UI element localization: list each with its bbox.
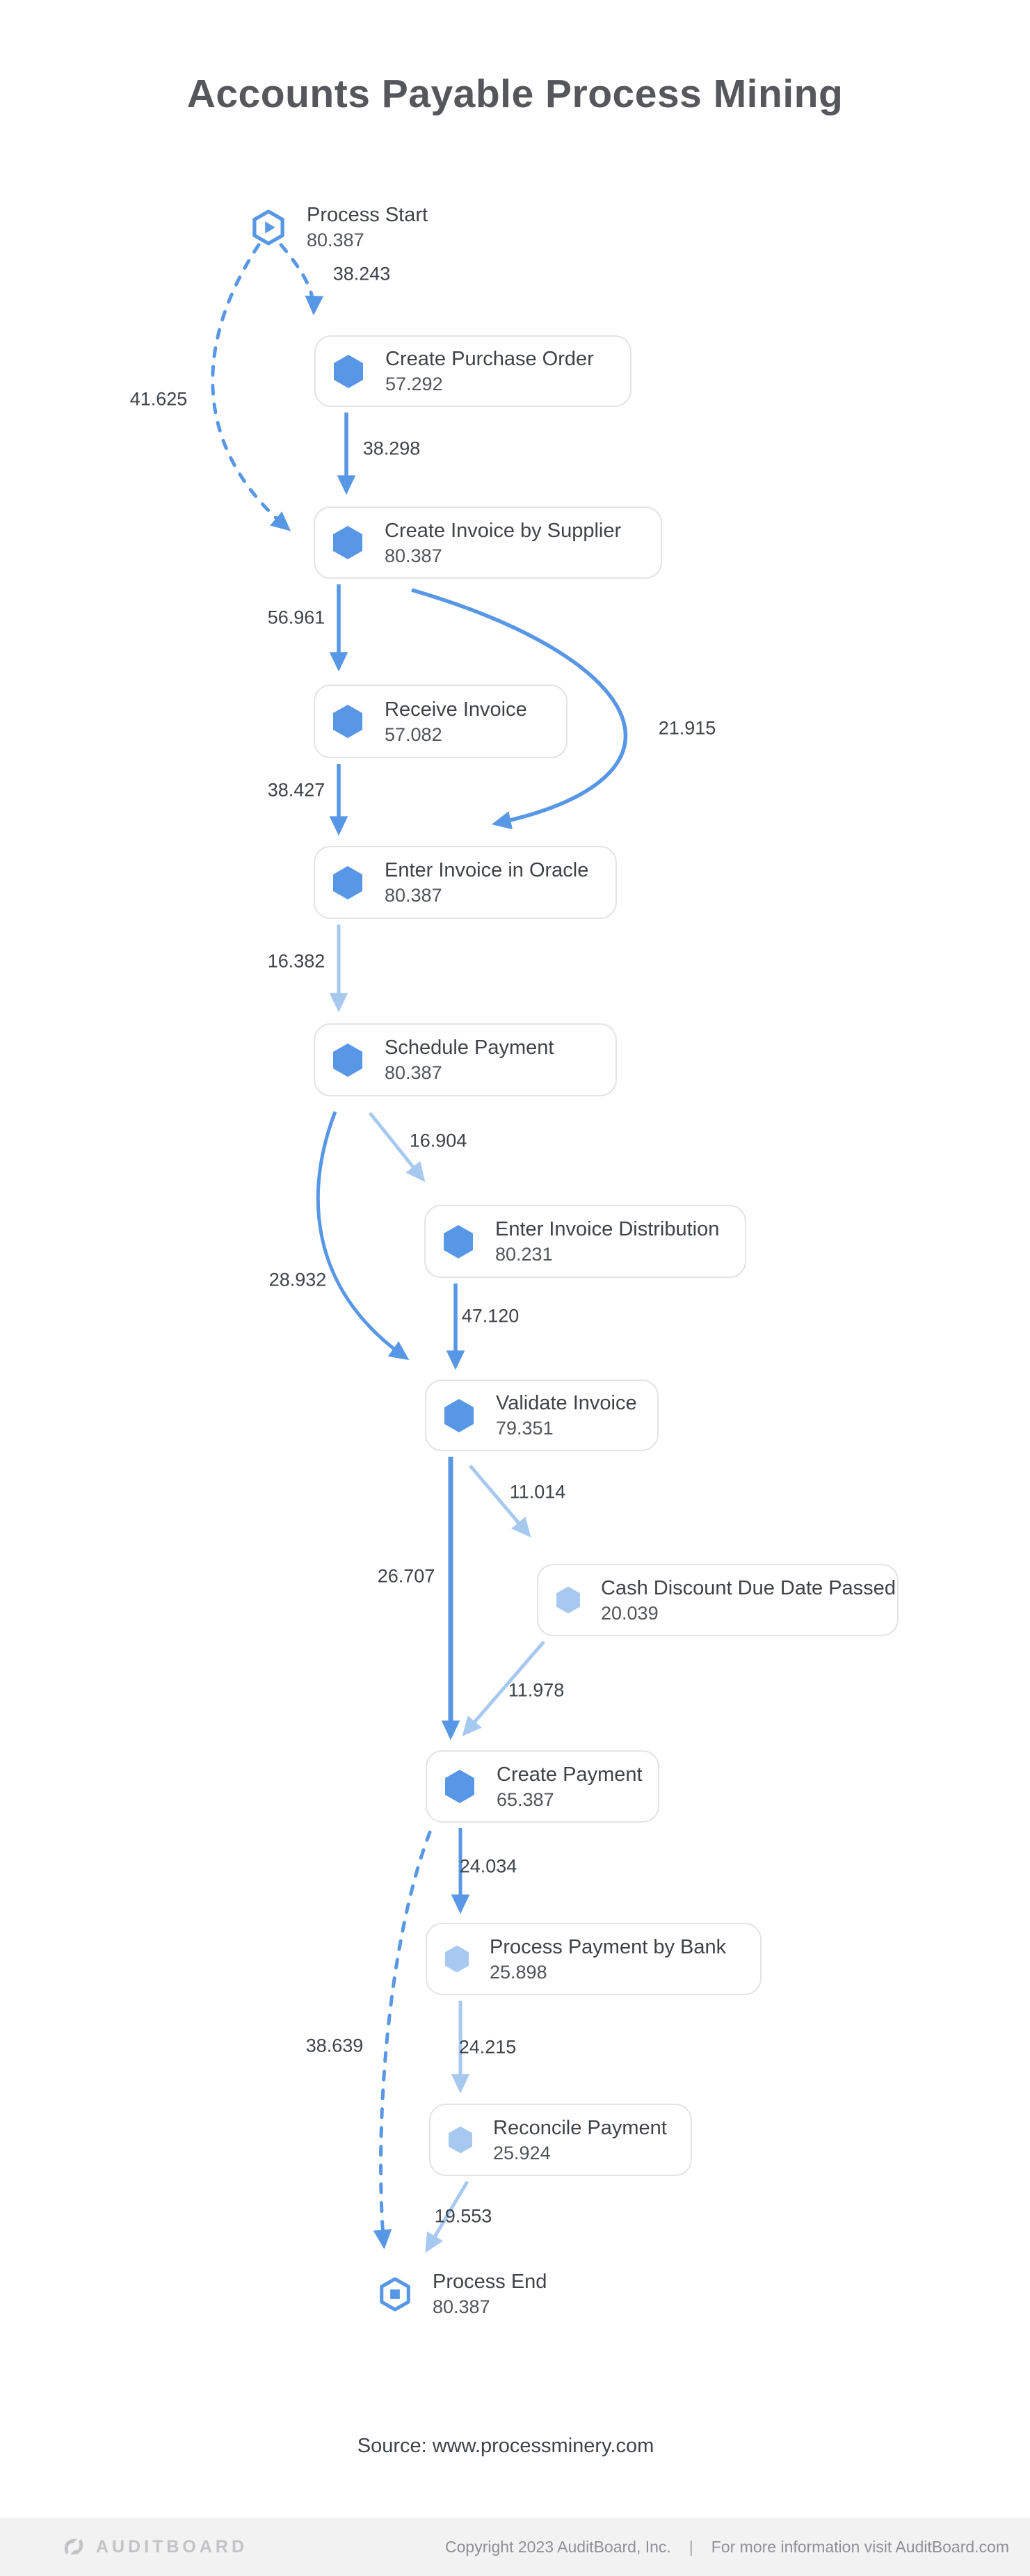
- node-label: Process Start: [307, 204, 428, 226]
- activity-hexagon-icon: [445, 1770, 474, 1803]
- node-value: 20.039: [601, 1602, 659, 1624]
- node-label: Enter Invoice in Oracle: [385, 859, 589, 881]
- node-label: Reconcile Payment: [493, 2116, 667, 2139]
- process-end-icon: [380, 2276, 410, 2312]
- activity-hexagon-icon: [334, 354, 363, 388]
- node-label: Cash Discount Due Date Passed: [601, 1576, 896, 1599]
- node-validate-invoice: Validate Invoice 79.351: [425, 1379, 659, 1451]
- edge-schedule-to-distribution: [369, 1112, 426, 1183]
- activity-hexagon-icon: [444, 1398, 474, 1432]
- footer-text: Copyright 2023 AuditBoard, Inc. | For more…: [445, 2538, 1009, 2557]
- node-value: 25.924: [493, 2142, 551, 2163]
- edge-label-payment-bank: 24.034: [459, 1855, 517, 1877]
- node-process-payment-by-bank: Process Payment by Bank 25.898: [426, 1923, 762, 1995]
- edge-label-oracle-schedule: 16.382: [267, 950, 325, 972]
- node-value: 57.082: [385, 723, 442, 745]
- footer-bar: AUDITBOARD Copyright 2023 AuditBoard, In…: [0, 2518, 1030, 2576]
- node-label: Schedule Payment: [385, 1037, 554, 1059]
- node-enter-invoice-in-oracle: Enter Invoice in Oracle 80.387: [314, 846, 617, 919]
- activity-hexagon-icon: [556, 1586, 580, 1614]
- edge-label-receive-oracle: 38.427: [267, 779, 325, 801]
- node-value: 25.898: [490, 1961, 547, 1983]
- node-enter-invoice-distribution: Enter Invoice Distribution 80.231: [424, 1205, 746, 1278]
- edge-label-cashdisc-payment: 11.978: [508, 1679, 565, 1701]
- auditboard-logo-icon: [64, 2538, 83, 2555]
- edge-cis-to-enter-invoice-oracle: [411, 588, 628, 830]
- node-value: 80.387: [433, 2296, 490, 2317]
- node-process-start: Process Start 80.387: [252, 202, 428, 252]
- edge-label-start-cis: 41.625: [129, 388, 188, 410]
- activity-hexagon-icon: [449, 2126, 472, 2154]
- node-reconcile-payment: Reconcile Payment 25.924: [429, 2104, 692, 2176]
- edge-label-payment-end: 38.639: [305, 2035, 364, 2056]
- node-label: Create Purchase Order: [385, 348, 594, 370]
- edge-create-payment-to-end: [373, 1830, 432, 2250]
- node-label: Process Payment by Bank: [490, 1935, 727, 1958]
- activity-hexagon-icon: [333, 1043, 362, 1077]
- node-label: Create Invoice by Supplier: [385, 519, 622, 542]
- source-note: Source: www.processminery.com: [357, 2435, 654, 2457]
- activity-hexagon-icon: [333, 865, 362, 899]
- activity-hexagon-icon: [333, 526, 362, 559]
- edge-start-to-create-invoice-by-supplier: [211, 243, 291, 531]
- edge-reconcile-to-end: [425, 2180, 469, 2253]
- node-value: 80.387: [385, 545, 442, 566]
- process-start-icon: [252, 209, 284, 246]
- activity-hexagon-icon: [333, 705, 362, 738]
- node-value: 80.231: [495, 1244, 553, 1265]
- edge-label-cpo-cis: 38.298: [362, 438, 421, 459]
- edge-label-cis-receive: 56.961: [267, 607, 325, 628]
- edge-start-to-create-purchase-order: [279, 243, 324, 316]
- edge-label-start-cpo: 38.243: [332, 263, 391, 285]
- edge-label-cis-oracle: 21.915: [658, 717, 716, 739]
- edge-schedule-to-validate: [316, 1111, 410, 1361]
- node-label: Create Payment: [497, 1763, 643, 1786]
- node-receive-invoice: Receive Invoice 57.082: [314, 685, 568, 758]
- node-label: Enter Invoice Distribution: [495, 1218, 720, 1240]
- node-value: 80.387: [385, 1062, 442, 1083]
- edge-label-distrib-validate: 47.120: [461, 1305, 520, 1327]
- auditboard-brand: AUDITBOARD: [61, 2534, 248, 2559]
- auditboard-wordmark: AUDITBOARD: [96, 2536, 248, 2557]
- node-create-invoice-by-supplier: Create Invoice by Supplier 80.387: [314, 506, 662, 579]
- node-value: 79.351: [496, 1418, 554, 1439]
- edge-cash-discount-to-create-payment: [462, 1640, 545, 1737]
- node-value: 80.387: [385, 885, 442, 906]
- page-title: Accounts Payable Process Mining: [186, 72, 844, 116]
- node-label: Receive Invoice: [385, 698, 527, 721]
- node-create-payment: Create Payment 65.387: [426, 1750, 659, 1823]
- edge-validate-to-cash-discount: [469, 1464, 531, 1538]
- edge-label-bank-reconcile: 24.215: [458, 2036, 517, 2058]
- node-label: Validate Invoice: [496, 1392, 637, 1414]
- edge-label-schedule-distrib: 16.904: [409, 1130, 467, 1151]
- footer-divider: |: [689, 2537, 693, 2556]
- footer-copyright: Copyright 2023 AuditBoard, Inc.: [445, 2537, 671, 2556]
- edge-label-schedule-validate: 28.932: [268, 1269, 327, 1290]
- footer-info: For more information visit AuditBoard.co…: [711, 2537, 1009, 2556]
- activity-hexagon-icon: [444, 1224, 473, 1258]
- node-label: Process End: [433, 2271, 547, 2293]
- activity-hexagon-icon: [445, 1945, 469, 1973]
- edge-label-validate-payment: 26.707: [377, 1565, 435, 1587]
- edge-label-validate-cashdisc: 11.014: [509, 1481, 566, 1503]
- node-value: 65.387: [497, 1789, 554, 1810]
- edge-label-reconcile-end: 19.553: [434, 2205, 492, 2227]
- node-schedule-payment: Schedule Payment 80.387: [314, 1023, 617, 1096]
- node-value: 57.292: [385, 374, 443, 394]
- node-value: 80.387: [307, 230, 364, 250]
- node-cash-discount-due-date-passed: Cash Discount Due Date Passed 20.039: [537, 1564, 899, 1636]
- node-process-end: Process End 80.387: [380, 2269, 547, 2319]
- node-create-purchase-order: Create Purchase Order 57.292: [314, 335, 631, 407]
